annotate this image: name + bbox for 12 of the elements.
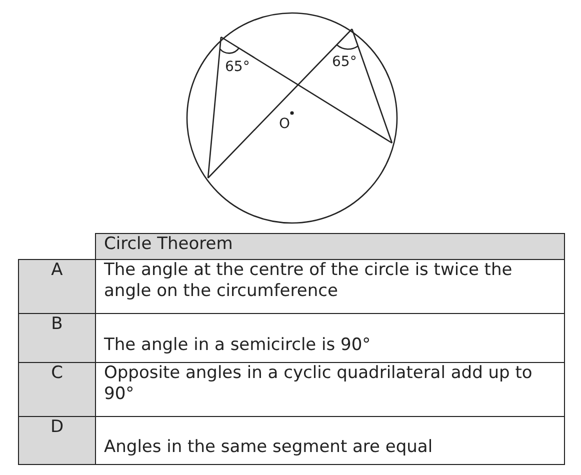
theorem-text: Angles in the same segment are equal: [96, 416, 564, 464]
header-cell: Circle Theorem: [96, 234, 564, 260]
angle-label: 65°: [332, 54, 357, 70]
row-letter: A: [18, 260, 96, 314]
row-letter: D: [18, 416, 96, 464]
angle-label: 65°: [225, 59, 250, 75]
centre-label: O: [279, 116, 290, 132]
row-letter: C: [18, 362, 96, 416]
theorem-text: The angle at the centre of the circle is twice the angle on the circumference: [96, 260, 564, 314]
theorem-text: The angle in a semicircle is 90°: [96, 314, 564, 362]
row-letter: B: [18, 314, 96, 362]
theorem-text: Opposite angles in a cyclic quadrilateral add up to 90°: [96, 362, 564, 416]
